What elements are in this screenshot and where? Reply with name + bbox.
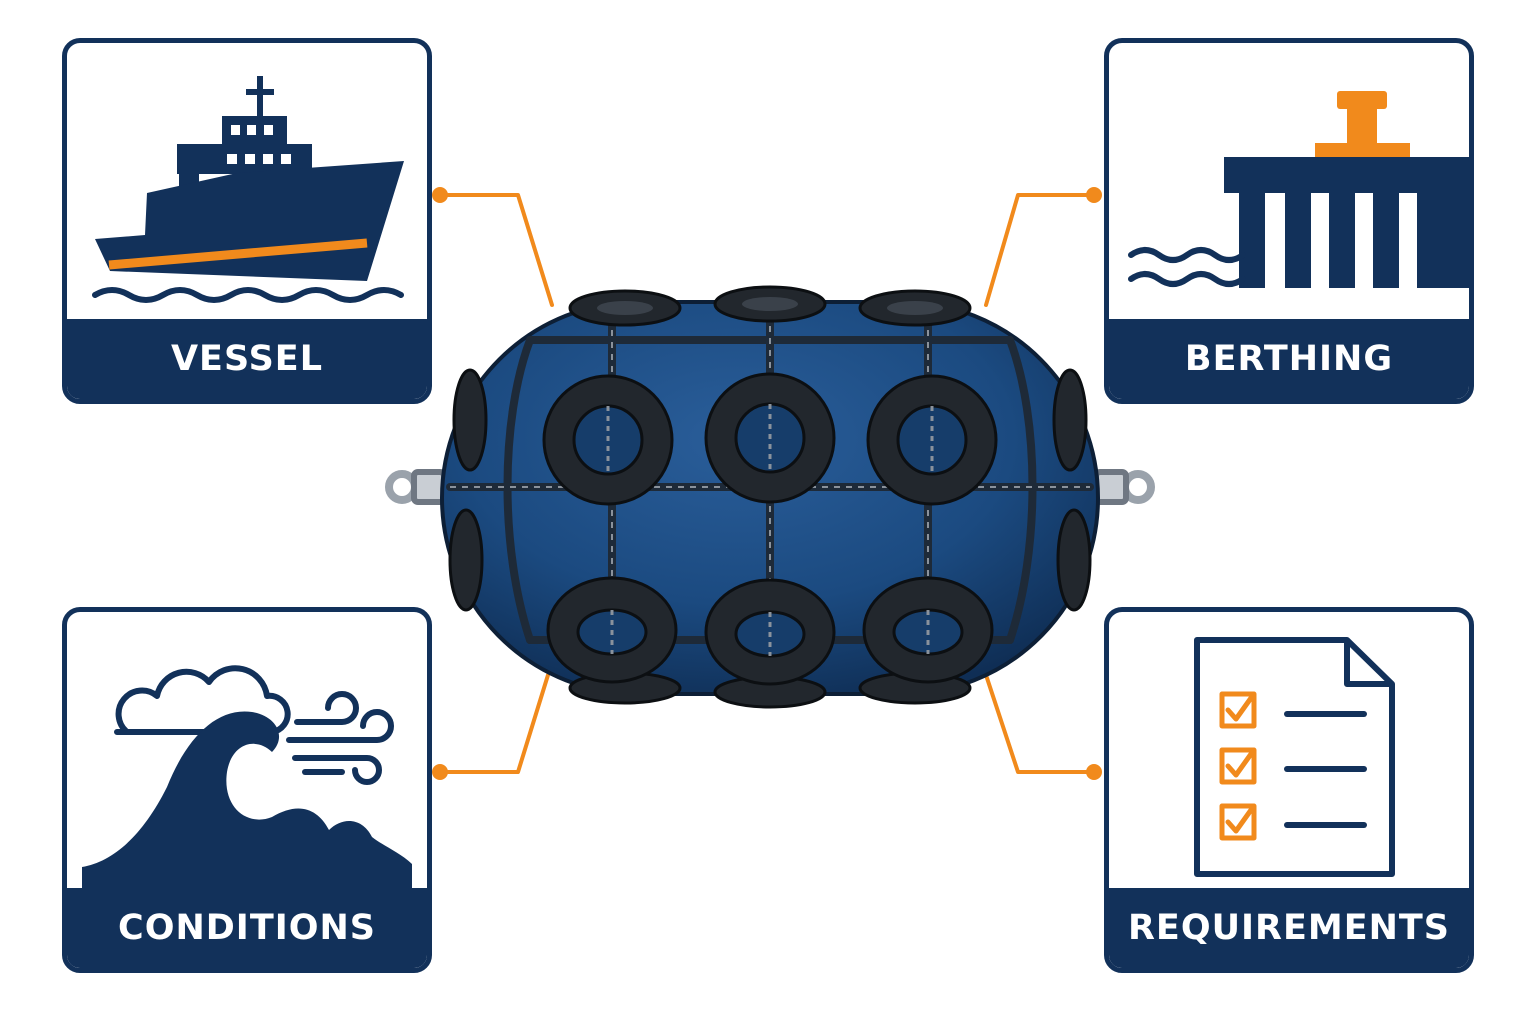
connector-requirements <box>984 673 1096 774</box>
card-conditions: CONDITIONS <box>62 607 432 973</box>
checklist-document-icon <box>1194 637 1395 877</box>
card-vessel-label: VESSEL <box>170 339 324 379</box>
wind-icon <box>286 691 394 785</box>
card-conditions-bar: CONDITIONS <box>67 888 427 968</box>
connector-dot-conditions <box>432 764 448 780</box>
card-requirements-bar: REQUIREMENTS <box>1109 888 1469 968</box>
tire-side-left <box>452 368 488 472</box>
card-vessel-bar: VESSEL <box>67 319 427 399</box>
fender-end-lug-right <box>1093 469 1155 505</box>
connector-dot-vessel <box>432 187 448 203</box>
connector-vessel <box>438 193 554 307</box>
card-requirements: REQUIREMENTS <box>1104 607 1474 973</box>
fender-end-lug-left <box>385 469 447 505</box>
tire-side-right-2 <box>1056 508 1092 612</box>
ship-icon <box>92 76 404 303</box>
tire-side-left-2 <box>448 508 484 612</box>
pneumatic-fender-icon <box>385 285 1155 709</box>
card-conditions-label: CONDITIONS <box>118 908 376 948</box>
card-vessel: VESSEL <box>62 38 432 404</box>
wave-wind-cloud-icon <box>82 665 412 888</box>
tire-row-lower <box>546 576 994 686</box>
connector-berthing <box>984 193 1096 307</box>
connector-conditions <box>438 673 550 774</box>
connector-dot-requirements <box>1086 764 1102 780</box>
pier-bollard-icon <box>1128 91 1469 288</box>
wave-icon <box>82 711 412 888</box>
tire-side-right <box>1052 368 1088 472</box>
card-berthing-bar: BERTHING <box>1109 319 1469 399</box>
card-requirements-label: REQUIREMENTS <box>1127 908 1451 948</box>
card-berthing-label: BERTHING <box>1184 339 1394 379</box>
connector-dot-berthing <box>1086 187 1102 203</box>
bollard-icon <box>1315 91 1410 157</box>
card-berthing: BERTHING <box>1104 38 1474 404</box>
